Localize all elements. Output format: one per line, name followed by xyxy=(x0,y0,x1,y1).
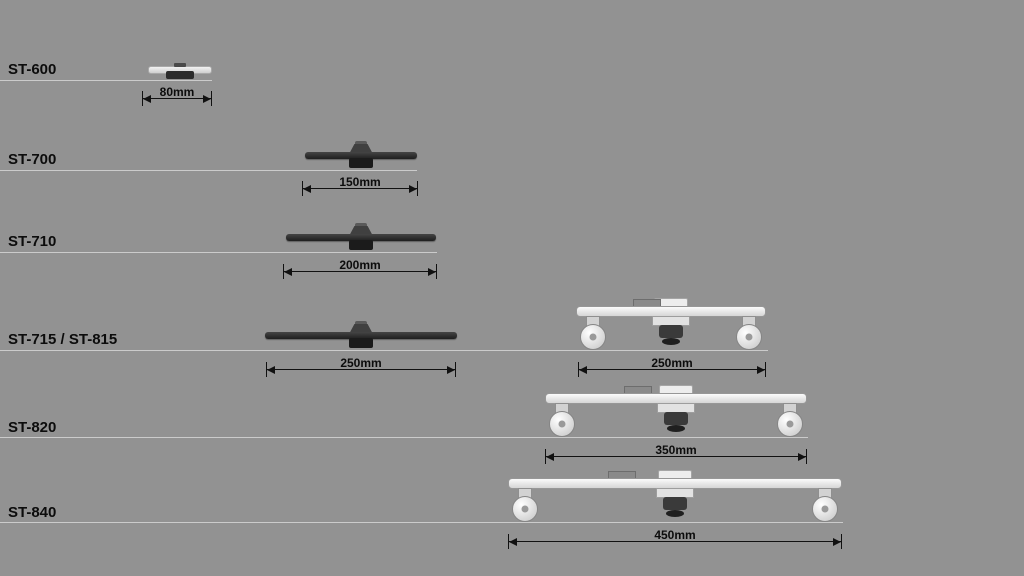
wheel-left-icon xyxy=(512,496,538,522)
device-st840 xyxy=(508,468,842,522)
device-knob xyxy=(355,141,367,146)
dimension-tick-right xyxy=(455,362,456,377)
dimension-st710: 200mm xyxy=(283,258,437,279)
device-base-disc xyxy=(662,338,680,345)
device-knob xyxy=(355,223,367,228)
device-st700 xyxy=(305,141,417,169)
dimension-line xyxy=(267,369,455,370)
device-bar xyxy=(265,332,457,339)
device-base-disc xyxy=(666,510,684,517)
wheel-right-icon xyxy=(812,496,838,522)
dimension-line xyxy=(143,98,211,99)
arrow-left-icon xyxy=(284,267,292,276)
device-knob xyxy=(664,412,688,425)
device-under-mount xyxy=(349,338,373,348)
wheel-right-icon xyxy=(736,324,762,350)
device-knob xyxy=(355,321,367,326)
device-under-mount xyxy=(349,240,373,250)
device-bar xyxy=(286,234,436,241)
dimension-line xyxy=(509,541,841,542)
arrow-left-icon xyxy=(546,452,554,461)
dimension-st815: 250mm xyxy=(578,356,766,377)
dimension-tick-left xyxy=(266,362,267,377)
baseline-st820 xyxy=(0,437,808,438)
arrow-right-icon xyxy=(409,184,417,193)
dimension-st840: 450mm xyxy=(508,528,842,549)
model-label-st600: ST-600 xyxy=(8,61,57,78)
dimension-label: 250mm xyxy=(340,356,382,370)
device-knob xyxy=(659,325,683,338)
dimension-line xyxy=(579,369,765,370)
dimension-tick-right xyxy=(806,449,807,464)
arrow-left-icon xyxy=(579,365,587,374)
device-base-disc xyxy=(667,425,685,432)
model-label-st710: ST-710 xyxy=(8,233,57,250)
dimension-label: 200mm xyxy=(339,258,381,272)
baseline-st700 xyxy=(0,170,417,171)
device-mount xyxy=(166,71,194,79)
model-label-st715-st815: ST-715 / ST-815 xyxy=(8,331,118,348)
dimension-tick-left xyxy=(545,449,546,464)
dimension-tick-left xyxy=(142,91,143,106)
device-mount xyxy=(349,144,373,153)
baseline-st600 xyxy=(0,80,212,81)
arrow-right-icon xyxy=(203,94,211,103)
dimension-tick-right xyxy=(765,362,766,377)
dimension-line xyxy=(546,456,806,457)
dimension-tick-right xyxy=(841,534,842,549)
dimension-st600: 80mm xyxy=(142,85,212,106)
arrow-right-icon xyxy=(447,365,455,374)
arrow-right-icon xyxy=(428,267,436,276)
dimension-label: 150mm xyxy=(339,175,381,189)
arrow-right-icon xyxy=(757,365,765,374)
dimension-tick-right xyxy=(211,91,212,106)
dimension-tick-left xyxy=(302,181,303,196)
device-st600 xyxy=(148,62,212,80)
dimension-tick-left xyxy=(578,362,579,377)
dimension-tick-right xyxy=(417,181,418,196)
wheel-right-icon xyxy=(777,411,803,437)
arrow-left-icon xyxy=(509,537,517,546)
arrow-right-icon xyxy=(833,537,841,546)
wheel-left-icon xyxy=(549,411,575,437)
dimension-line xyxy=(284,271,436,272)
device-st710 xyxy=(286,223,436,251)
device-st815 xyxy=(576,296,766,350)
device-knob xyxy=(663,497,687,510)
model-label-st820: ST-820 xyxy=(8,419,57,436)
baseline-st840 xyxy=(0,522,843,523)
baseline-st710 xyxy=(0,252,437,253)
device-mount xyxy=(349,324,373,333)
dimension-label: 250mm xyxy=(651,356,693,370)
arrow-left-icon xyxy=(303,184,311,193)
dimension-tick-right xyxy=(436,264,437,279)
dimension-label: 450mm xyxy=(654,528,696,542)
baseline-st715 xyxy=(0,350,768,351)
arrow-left-icon xyxy=(267,365,275,374)
dimension-st700: 150mm xyxy=(302,175,418,196)
device-knob xyxy=(174,63,186,67)
arrow-right-icon xyxy=(798,452,806,461)
dimension-tick-left xyxy=(283,264,284,279)
arrow-left-icon xyxy=(143,94,151,103)
device-st715 xyxy=(265,321,457,349)
dimension-label: 350mm xyxy=(655,443,697,457)
device-under-mount xyxy=(349,158,373,168)
dimension-label: 80mm xyxy=(159,85,195,99)
dimension-tick-left xyxy=(508,534,509,549)
model-label-st700: ST-700 xyxy=(8,151,57,168)
dimension-line xyxy=(303,188,417,189)
dimension-st820: 350mm xyxy=(545,443,807,464)
device-bar xyxy=(305,152,417,159)
dimension-st715: 250mm xyxy=(266,356,456,377)
device-st820 xyxy=(545,383,807,437)
device-mount xyxy=(349,226,373,235)
model-label-st840: ST-840 xyxy=(8,504,57,521)
wheel-left-icon xyxy=(580,324,606,350)
